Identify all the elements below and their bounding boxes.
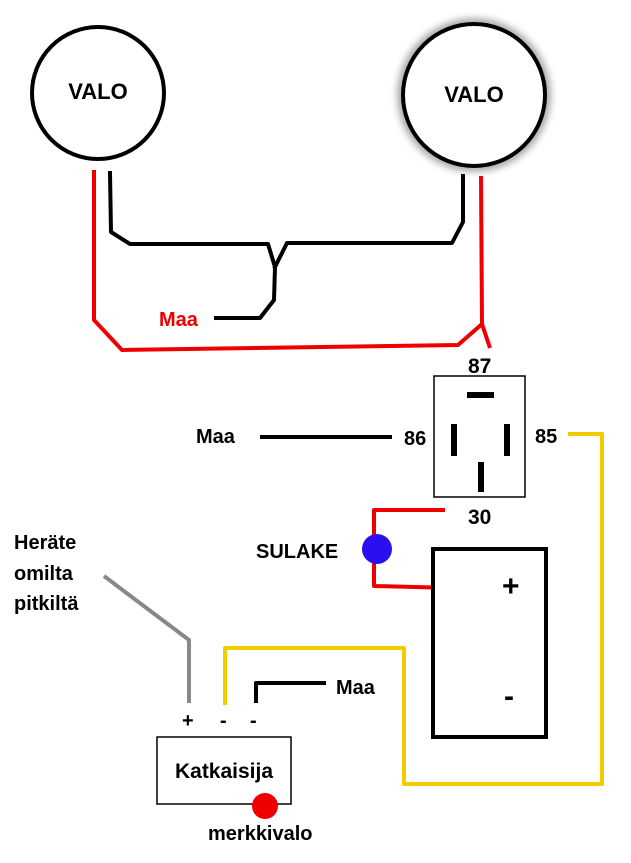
relay-pin-85: 85 (535, 426, 557, 448)
switch-label: Katkaisija (175, 760, 273, 783)
relay-pins (451, 392, 510, 492)
trigger-label-line3: pitkiltä (14, 593, 79, 615)
battery-minus-label: - (504, 680, 514, 713)
switch-terminal-minus-1: - (220, 710, 227, 732)
trigger-label-line2: omilta (14, 563, 74, 585)
trigger-label-line1: Heräte (14, 532, 76, 554)
relay-pin-87: 87 (468, 355, 491, 378)
switch-ground-label: Maa (336, 677, 376, 699)
switch-body (156, 736, 292, 805)
trigger-wire (102, 574, 191, 703)
fuse-label: SULAKE (256, 541, 338, 563)
switch-ground-wire (254, 681, 326, 703)
relay-86-ground-label: Maa (196, 426, 236, 448)
right-light-circle (401, 22, 547, 168)
right-light-label: VALO (444, 82, 503, 107)
left-light-circle (30, 25, 166, 161)
indicator-label: merkkivalo (208, 823, 313, 845)
control-wire (223, 432, 604, 786)
lights-power-wiring (92, 170, 492, 352)
lights-ground-label: Maa (159, 309, 199, 331)
switch-terminal-plus: + (182, 710, 194, 732)
battery-body (431, 547, 548, 739)
battery-plus-label: + (502, 570, 520, 603)
fuse-icon (362, 534, 392, 564)
indicator-light-icon (252, 793, 278, 819)
lights-ground-wiring (107, 170, 465, 320)
left-light-label: VALO (68, 79, 127, 104)
relay-pin-86: 86 (404, 428, 426, 450)
switch-terminal-minus-2: - (250, 710, 257, 732)
relay-pin-30: 30 (468, 506, 491, 529)
